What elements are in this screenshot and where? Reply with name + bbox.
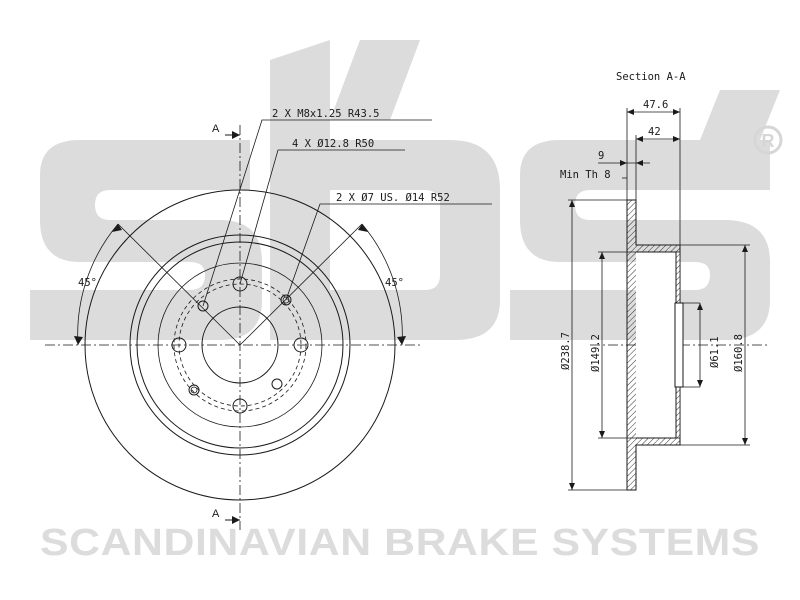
arrow [697,303,703,310]
small-hole-inner [190,386,198,394]
arrow [112,224,122,232]
arrow [569,200,575,207]
callout-holes: 2 X Ø7 US. Ø14 R52 [336,192,450,204]
center-bore-section [674,302,684,388]
arrow [358,224,368,232]
registered-mark: R [753,125,783,155]
dim-thickness: 9 [598,150,604,162]
callout-studs: 4 X Ø12.8 R50 [292,138,374,150]
small-hole-upper-right [280,294,292,306]
angle-arc-left [77,223,119,346]
min-thickness: Min Th 8 [560,169,611,181]
dim-center-bore: Ø61.1 [709,336,721,368]
angle-line-left [117,223,241,346]
arrow [232,516,240,524]
mount-face-circle [157,262,323,428]
arrow [232,131,240,139]
bolt-circle [178,283,302,407]
svg-text:R: R [762,131,775,151]
stud-hole-top [232,276,248,292]
angle-label-left: 45° [78,277,97,289]
arrow [627,109,634,115]
section-view: Section A-A 47.6 42 9 Min Th 8 [560,71,770,491]
angle-arc-right [361,223,403,346]
section-marker-bottom: A [212,508,220,520]
hole-circle [173,278,307,412]
arrow [742,245,748,252]
arrow [673,109,680,115]
angle-label-right: 45° [385,277,404,289]
leader-studs [239,149,405,285]
arrow [742,438,748,445]
small-hole-inner [282,296,290,304]
arrow [636,136,643,142]
center-bore [201,306,279,384]
arrow [599,431,605,438]
company-name: SCANDINAVIAN BRAKE SYSTEMS [40,522,760,564]
stud-hole-right [293,337,309,353]
section-marker-top: A [212,123,220,135]
leader-holes [285,203,492,301]
arrow [697,380,703,387]
arrow [569,483,575,490]
dim-hat-height: 42 [648,126,661,138]
arrow [620,160,627,166]
hat-cavity [636,252,680,438]
arrow [599,252,605,259]
leader-threads [202,119,432,307]
stud-hole-left [171,337,187,353]
dim-overall-height: 47.6 [643,99,668,111]
arrow [673,136,680,142]
thread-hole-upper-left [197,300,209,312]
front-view: 45° 45° A A 2 X M8x1.25 R43.5 4 X Ø12.8 … [45,108,492,530]
thread-hole-lower-right [271,378,283,390]
stud-hole-bottom [232,398,248,414]
hat-inner-circle [136,241,344,449]
arrow [74,336,83,345]
arrow [397,336,406,345]
small-hole-lower-left [188,384,200,396]
dim-outer-diameter: Ø238.7 [560,332,572,370]
arrow [636,160,643,166]
section-title: Section A-A [616,71,686,83]
dim-mount-diameter: Ø160.8 [733,334,745,372]
callout-threads: 2 X M8x1.25 R43.5 [272,108,379,120]
dim-hat-diameter: Ø149.2 [590,334,602,372]
angle-line-right [239,223,363,346]
hat-outer-circle [129,234,351,456]
sbs-watermark-logo [30,40,780,340]
